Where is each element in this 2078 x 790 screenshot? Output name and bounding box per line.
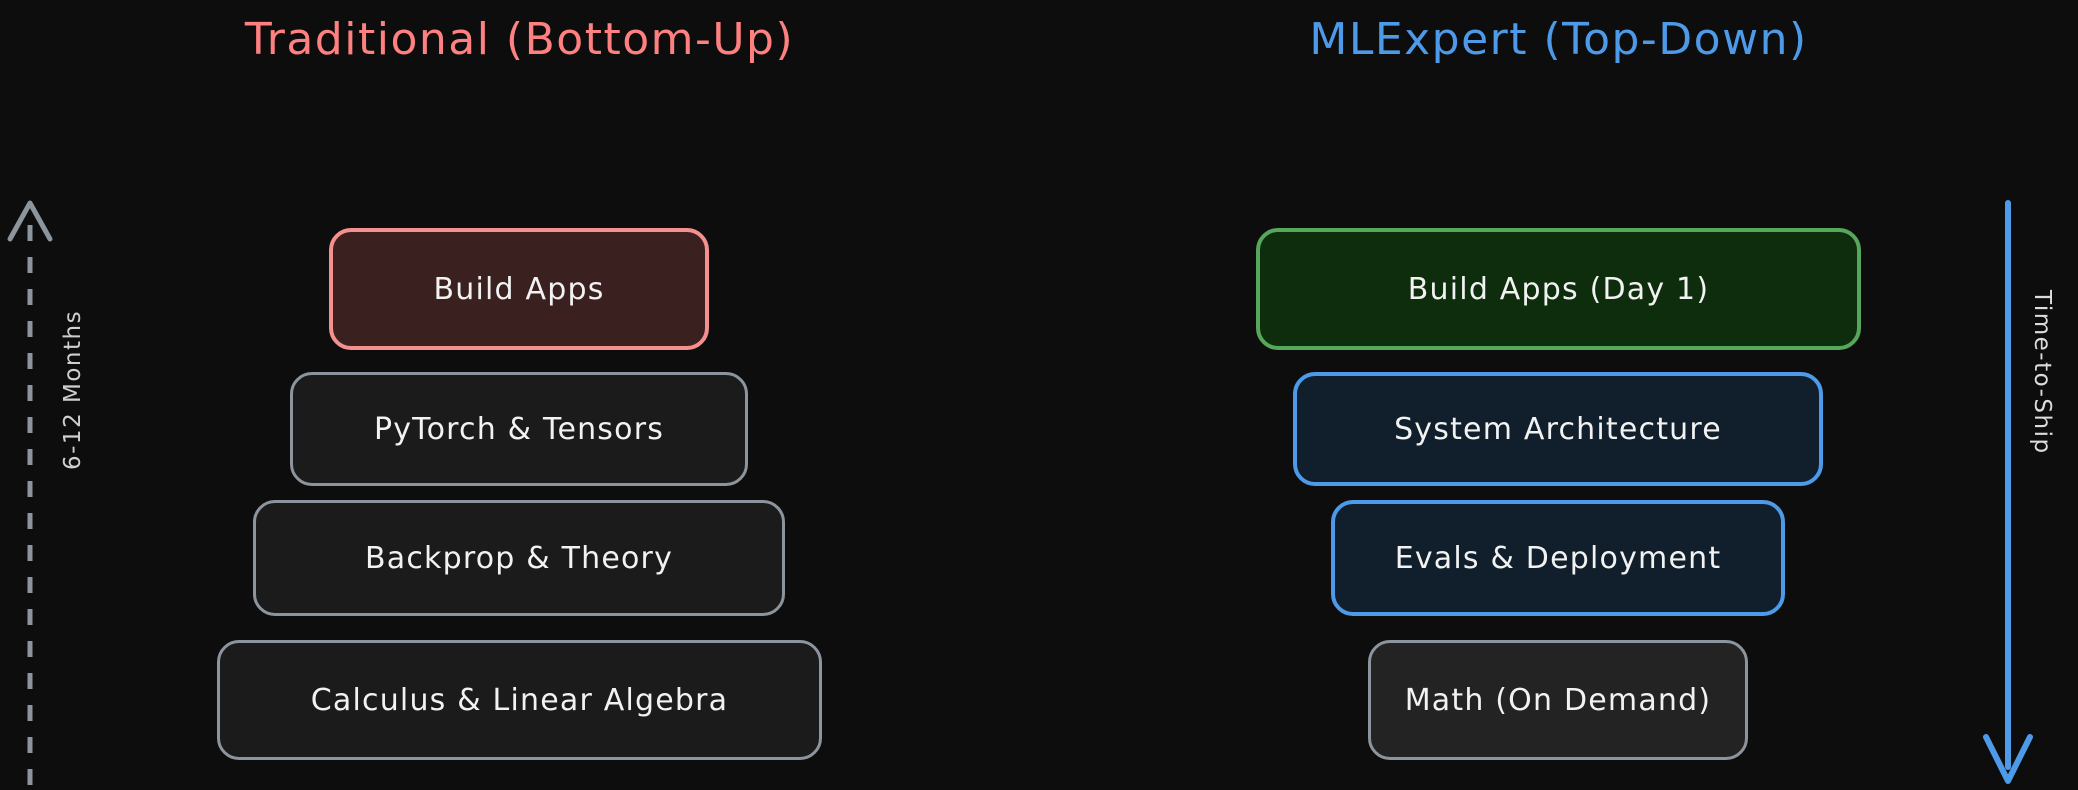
pyramid-level-label: Build Apps [433,271,605,307]
pyramid-level-label: Calculus & Linear Algebra [310,682,729,718]
timeline-label-months: 6-12 Months [60,309,86,470]
pyramid-level-label: Build Apps (Day 1) [1407,271,1710,307]
pyramid-level-right-3[interactable]: Evals & Deployment [1331,500,1785,616]
pyramid-level-right-4[interactable]: Math (On Demand) [1368,640,1748,760]
pyramid-level-right-1[interactable]: Build Apps (Day 1) [1256,228,1861,350]
page-title-traditional: Traditional (Bottom-Up) [244,14,795,65]
timeline-arrow-down [1983,200,2033,784]
arrow-head-down [1983,734,2033,784]
pyramid-level-left-2[interactable]: PyTorch & Tensors [290,372,748,486]
timeline-label-time-to-ship: Time-to-Ship [2029,290,2055,455]
timeline-arrow-up [7,200,53,785]
arrow-head-up [7,200,53,242]
pyramid-level-label: Evals & Deployment [1394,540,1722,576]
pyramid-level-right-2[interactable]: System Architecture [1293,372,1823,486]
pyramid-level-label: PyTorch & Tensors [373,411,665,447]
pyramid-level-left-4[interactable]: Calculus & Linear Algebra [217,640,822,760]
pyramid-level-label: Math (On Demand) [1404,682,1712,718]
pyramid-level-label: System Architecture [1394,411,1722,447]
pyramid-level-left-1[interactable]: Build Apps [329,228,709,350]
pyramid-level-label: Backprop & Theory [364,540,674,576]
pyramid-level-left-3[interactable]: Backprop & Theory [253,500,785,616]
page-title-mlexpert: MLExpert (Top-Down) [1309,14,1808,65]
